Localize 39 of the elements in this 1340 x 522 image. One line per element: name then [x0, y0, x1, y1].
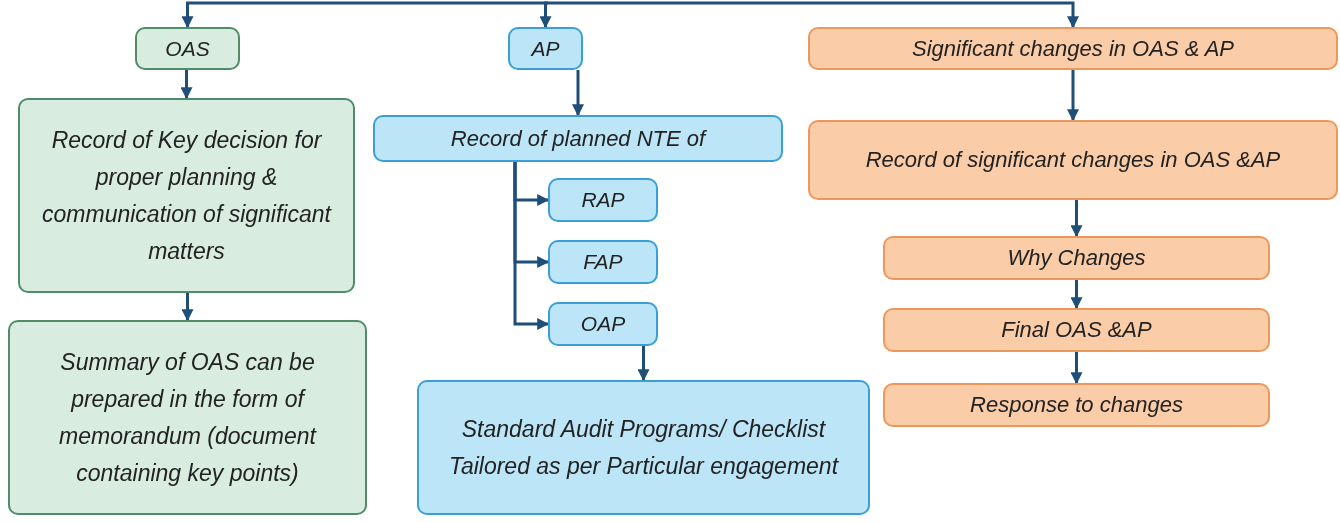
process-box [808, 27, 1338, 70]
process-box [548, 302, 658, 346]
process-box [883, 308, 1270, 352]
arrow [1070, 200, 1083, 238]
arrow [181, 293, 194, 322]
box-text: Final OAS &AP [1001, 316, 1152, 344]
arrow [180, 70, 193, 100]
arrow [637, 346, 650, 382]
box-text: Standard Audit Programs/ Checklist Tailored as per Particular engagement [447, 414, 840, 481]
arrow [572, 70, 584, 117]
process-box [548, 240, 658, 284]
process-box [883, 236, 1270, 280]
arrow [548, 1, 1079, 29]
box-text: OAS [165, 35, 210, 62]
process-box [8, 320, 367, 515]
arrow [1070, 280, 1083, 310]
box-text: Why Changes [1007, 244, 1146, 272]
process-box [373, 115, 783, 162]
process-box [548, 178, 658, 222]
arrow [1070, 352, 1083, 385]
process-box [135, 27, 240, 70]
arrow [1067, 70, 1079, 122]
box-text: Significant changes in OAS & AP [912, 34, 1234, 63]
box-text: Summary of OAS can be prepared in the form of memorandum (document containing key points) [58, 347, 318, 488]
process-box [508, 27, 583, 70]
process-box [417, 380, 870, 515]
box-text: OAP [580, 311, 626, 337]
box-text: FAP [583, 249, 623, 275]
box-text: RAP [581, 187, 625, 213]
box-text: Record of planned NTE of [450, 124, 706, 153]
box-text: Response to changes [970, 391, 1183, 419]
arrow [513, 162, 550, 330]
arrow [539, 1, 552, 29]
box-text: Record of significant changes in OAS &AP [865, 146, 1281, 174]
process-box [808, 120, 1338, 200]
box-text: AP [531, 35, 560, 62]
box-text: Record of Key decision for proper planning & communication of significant matters [41, 125, 333, 266]
process-box [883, 383, 1270, 427]
process-box [18, 98, 355, 293]
